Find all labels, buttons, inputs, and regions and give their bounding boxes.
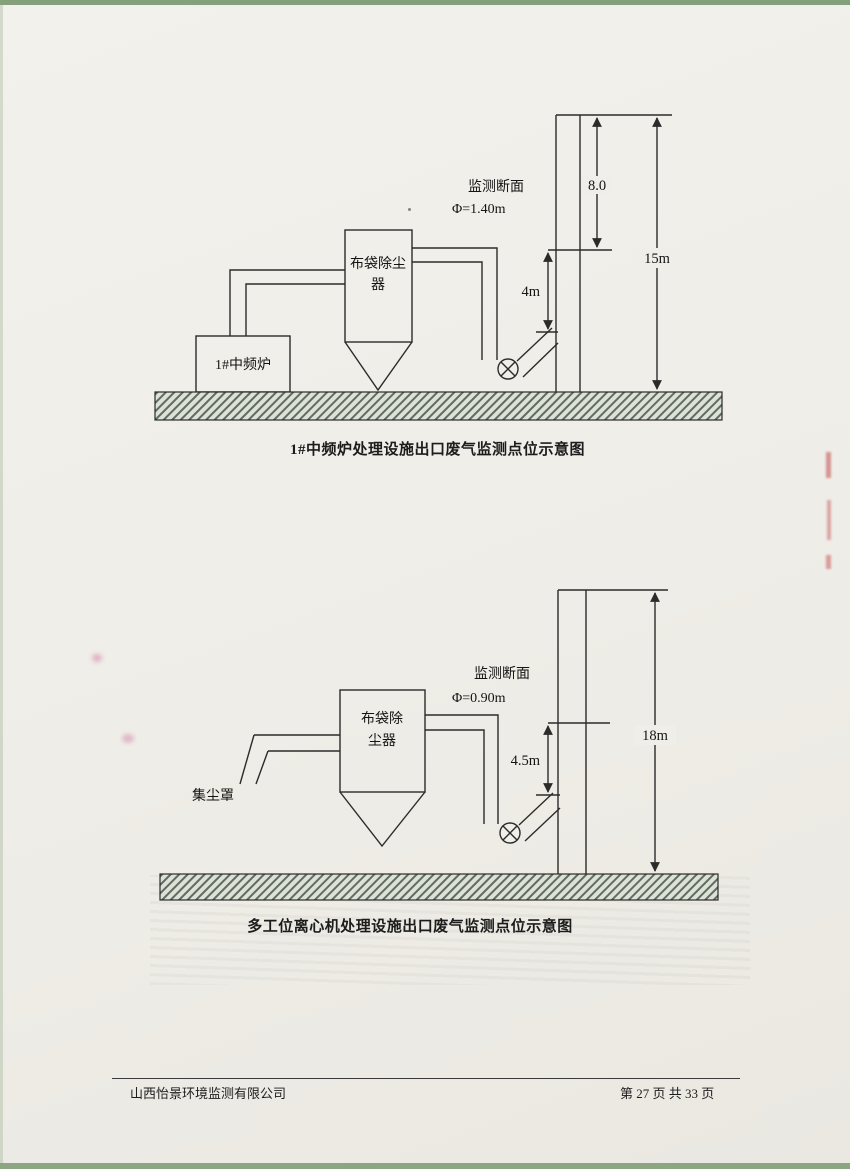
top-section-distance-label: 8.0 <box>588 178 606 194</box>
fan-icon <box>497 358 519 380</box>
monitor-section-callout: 监测断面 Φ=0.90m <box>452 666 530 706</box>
monitor-diameter-label: Φ=1.40m <box>452 202 506 217</box>
collector-label-line2: 尘器 <box>368 733 396 749</box>
dust-collector: 布袋除尘 器 <box>344 229 413 392</box>
footer-company: 山西怡景环境监测有限公司 <box>130 1086 287 1101</box>
stack-height-label: 18m <box>642 728 669 744</box>
dust-hood: 集尘罩 <box>192 734 340 804</box>
stack-height-label: 15m <box>644 251 671 267</box>
dimension-duct-to-section: 4m <box>521 252 553 330</box>
dimension-stack-height: 18m <box>634 592 676 872</box>
duct-section-distance-label: 4.5m <box>511 753 541 769</box>
diagram2-caption: 多工位离心机处理设施出口废气监测点位示意图 <box>247 919 573 935</box>
stack <box>536 589 668 874</box>
diagram-furnace-monitoring: 15m 8.0 4m 监测断面 Φ=1.40m 布袋除尘 器 1#中频炉 <box>154 114 723 421</box>
fan-icon <box>499 822 521 844</box>
dimension-top-to-section: 8.0 <box>581 117 613 248</box>
scan-artifact <box>827 500 831 540</box>
duct-section-distance-label: 4m <box>521 284 540 300</box>
footer-page-number: 第 27 页 共 33 页 <box>620 1086 715 1101</box>
ducting <box>425 714 561 842</box>
ground <box>159 873 719 901</box>
collector-label-line1: 布袋除尘 <box>350 256 406 272</box>
monitor-section-label: 监测断面 <box>468 179 524 195</box>
furnace: 1#中频炉 <box>195 335 291 393</box>
dust-collector: 布袋除 尘器 <box>339 689 426 848</box>
monitor-section-label: 监测断面 <box>474 666 530 682</box>
monitor-diameter-label: Φ=0.90m <box>452 691 506 706</box>
hood-label: 集尘罩 <box>192 787 234 804</box>
diagram-centrifuge-monitoring: 18m 4.5m 监测断面 Φ=0.90m 布袋除 尘器 集尘罩 <box>159 589 719 901</box>
ducting <box>229 247 559 378</box>
diagram1-caption: 1#中频炉处理设施出口废气监测点位示意图 <box>289 442 585 458</box>
dimension-stack-height: 15m <box>636 117 678 390</box>
footer-divider <box>112 1078 740 1079</box>
scan-edge-bottom <box>0 1163 850 1169</box>
scan-edge-top <box>0 0 850 5</box>
monitor-section-callout: 监测断面 Φ=1.40m <box>452 179 524 217</box>
collector-label-line2: 器 <box>371 278 385 293</box>
ground <box>154 391 723 421</box>
collector-hopper <box>339 791 426 848</box>
furnace-label: 1#中频炉 <box>215 357 271 373</box>
dimension-duct-to-section: 4.5m <box>511 725 553 793</box>
collector-label-line1: 布袋除 <box>361 711 403 727</box>
collector-hopper <box>344 341 413 392</box>
